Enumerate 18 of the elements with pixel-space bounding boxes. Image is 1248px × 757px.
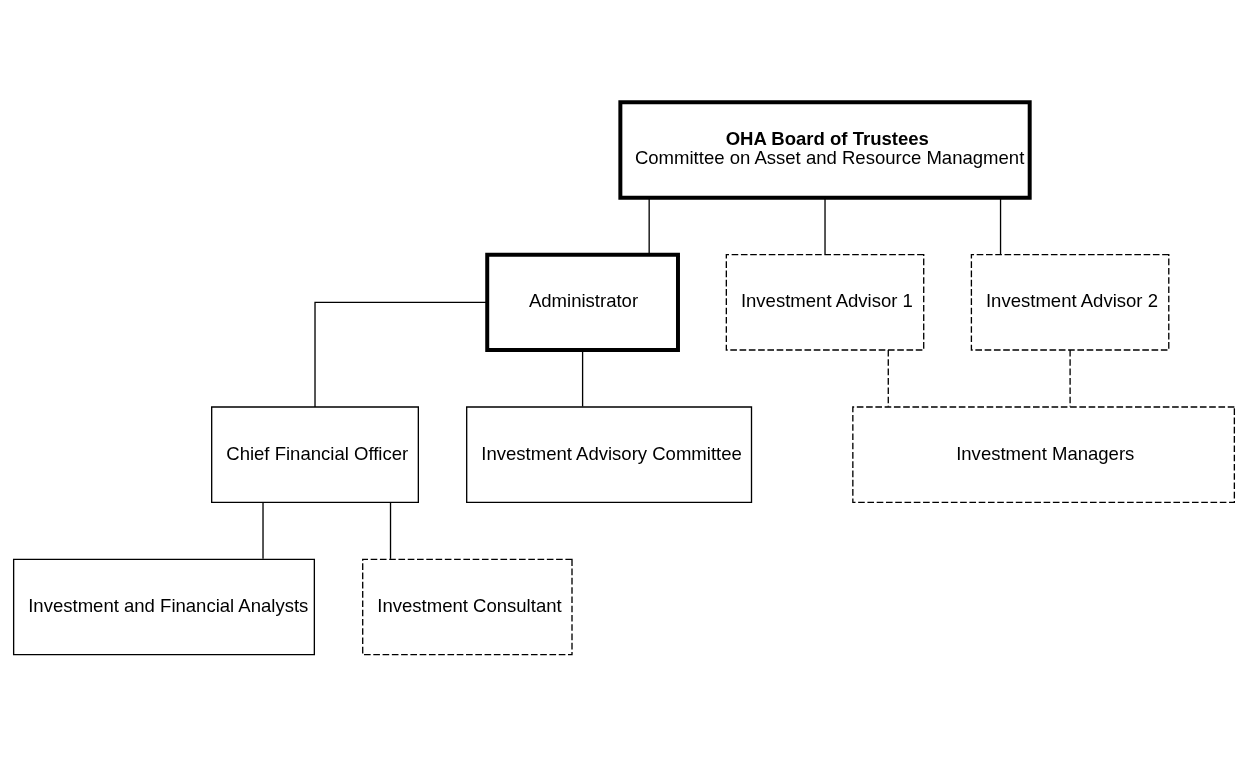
- connector: [1069, 349, 1071, 408]
- connector: [887, 349, 889, 408]
- connector: [999, 197, 1002, 255]
- node-box: Investment and Financial Analysts: [13, 558, 315, 656]
- connector: [648, 197, 650, 255]
- connector: [262, 501, 264, 560]
- node-box: Investment Advisory Committee: [466, 406, 753, 504]
- node-box: Investment Managers: [852, 406, 1235, 504]
- connector: [314, 301, 488, 408]
- node-box: Administrator: [485, 252, 680, 352]
- connector: [581, 349, 584, 408]
- node-box: Investment Advisor 1: [725, 254, 925, 351]
- node-box: OHA Board of Trustees Committee on Asset and Resource Managment: [618, 100, 1032, 200]
- node-box: Chief Financial Officer: [211, 406, 419, 504]
- node-box: Investment Advisor 2: [970, 254, 1170, 351]
- connector: [389, 501, 392, 560]
- node-box: Investment Consultant: [362, 558, 573, 656]
- connector: [824, 197, 826, 255]
